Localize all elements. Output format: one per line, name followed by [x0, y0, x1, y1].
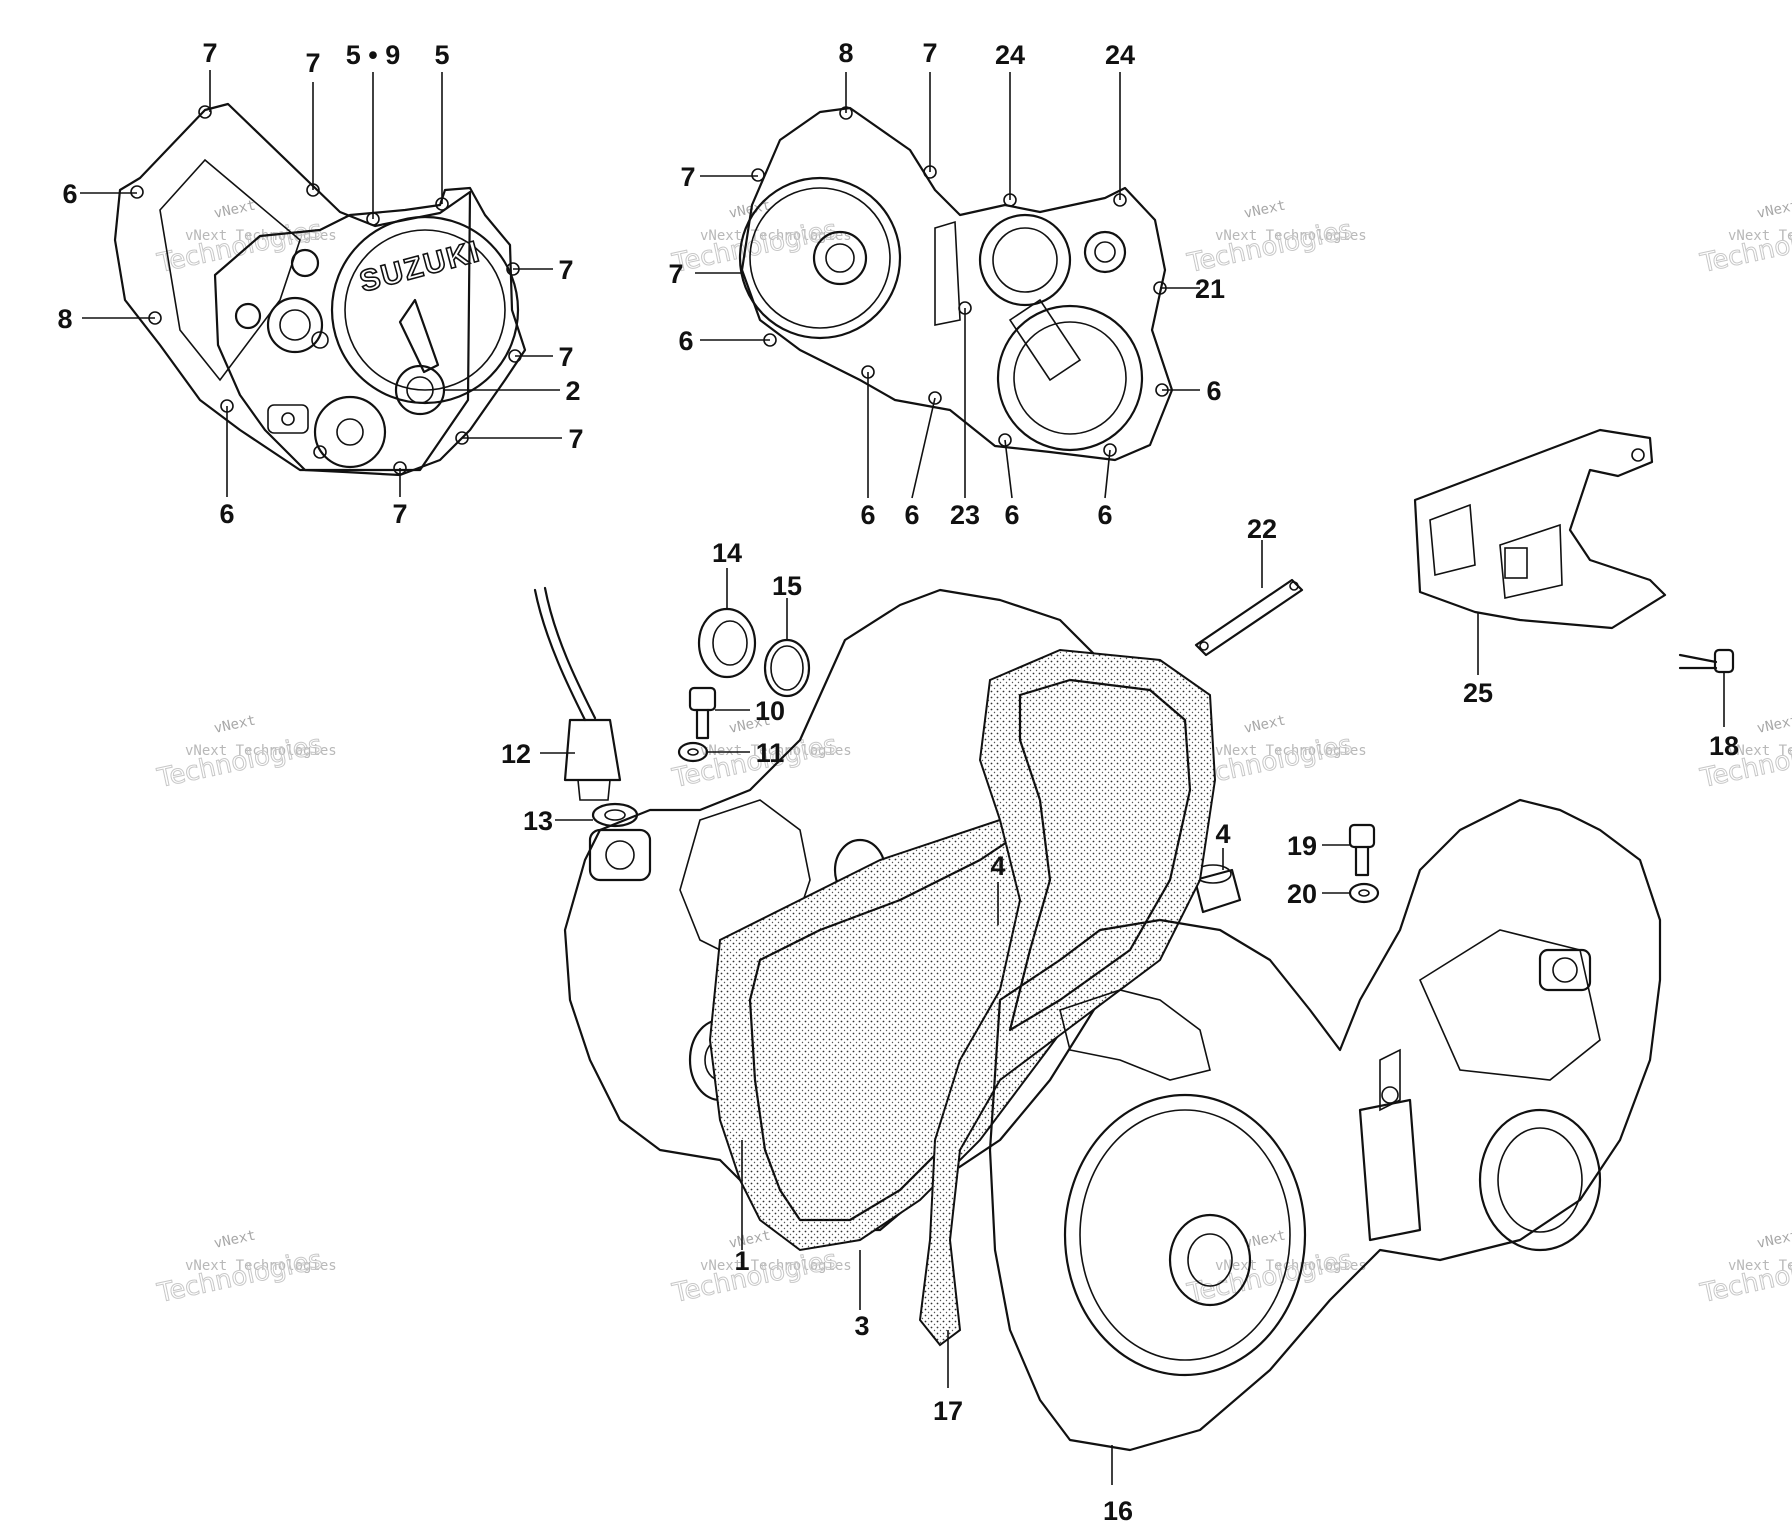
parts-layer: SUZUKI — [113, 102, 1735, 1452]
svg-text:vNext: vNext — [1756, 1227, 1792, 1251]
plate-part-22 — [1194, 578, 1304, 657]
callout-label: 7 — [392, 499, 407, 529]
callout-label: 7 — [305, 48, 320, 78]
callout-label: 18 — [1709, 731, 1739, 761]
callout-label: 2 — [565, 376, 580, 406]
svg-text:vNext Technologies: vNext Technologies — [1215, 743, 1367, 759]
callout-label: 21 — [1195, 274, 1225, 304]
svg-text:vNext Technologies: vNext Technologies — [700, 743, 852, 759]
svg-text:vNext Technologies: vNext Technologies — [185, 1258, 337, 1274]
svg-text:vNext Technologies: vNext Technologies — [1215, 1258, 1367, 1274]
callout-label: 15 — [772, 571, 802, 601]
svg-text:vNext: vNext — [1243, 712, 1288, 736]
clutch-cover-gasket — [113, 102, 472, 472]
watermark: vNext Technologies Technologies — [154, 214, 337, 279]
callouts: 7 7 5 • 9 5 6 7 8 7 2 7 6 7 8 7 24 24 7 … — [57, 38, 1739, 1526]
callout-label: 7 — [668, 259, 683, 289]
bolt-part-18 — [1678, 648, 1735, 674]
svg-text:vNext: vNext — [213, 1227, 258, 1251]
washer-part-20 — [1348, 882, 1380, 904]
svg-text:Technologies: Technologies — [154, 1245, 325, 1309]
bracket-part-25 — [1413, 428, 1667, 630]
bolt-part-10 — [688, 686, 717, 740]
svg-text:Technologies: Technologies — [154, 730, 325, 794]
callout-label: 6 — [1004, 500, 1019, 530]
callout-label: 11 — [756, 738, 785, 768]
callout-label: 20 — [1287, 879, 1317, 909]
svg-text:Technologies: Technologies — [669, 1245, 840, 1309]
callout-label: 6 — [678, 326, 693, 356]
svg-text:vNext: vNext — [1756, 712, 1792, 736]
svg-text:Technologies: Technologies — [1697, 1245, 1792, 1309]
switch-part-12 — [533, 586, 622, 801]
watermark: vNext Technologies Technologies — [669, 214, 852, 279]
svg-text:Technologies: Technologies — [669, 215, 840, 279]
svg-text:vNext: vNext — [213, 712, 258, 736]
leader-lines — [80, 70, 1725, 1485]
callout-label: 8 — [838, 38, 853, 68]
callout-label: 10 — [755, 696, 785, 726]
right-crankcase-part-16 — [988, 798, 1662, 1452]
svg-text:Technologies: Technologies — [1697, 215, 1792, 279]
callout-label: 6 — [62, 179, 77, 209]
svg-text:vNext Technologies: vNext Technologies — [700, 1258, 852, 1274]
callout-label: 5 — [434, 40, 449, 70]
callout-label: 3 — [854, 1311, 869, 1341]
watermark: vNext Technologies Technologies — [1184, 214, 1367, 279]
callout-label: 24 — [995, 40, 1025, 70]
callout-label: 6 — [904, 500, 919, 530]
watermark: vNext Technologies Technologies — [154, 729, 337, 794]
callout-label: 19 — [1287, 831, 1317, 861]
callout-label: 24 — [1105, 40, 1135, 70]
callout-label: 13 — [523, 806, 553, 836]
bolt-part-19 — [1348, 823, 1376, 877]
callout-label: 6 — [1206, 376, 1221, 406]
plug-part-14 — [697, 607, 757, 679]
watermark: vNext Technologies Technologies — [154, 1244, 337, 1309]
callout-label: 7 — [568, 424, 583, 454]
suzuki-logo: SUZUKI — [356, 235, 484, 299]
svg-text:vNext: vNext — [1243, 197, 1288, 221]
callout-label: 1 — [734, 1246, 749, 1276]
gasket-part-13 — [591, 802, 639, 828]
callout-label: 7 — [680, 162, 695, 192]
svg-text:vNext: vNext — [213, 197, 258, 221]
callout-label: 4 — [1215, 819, 1230, 849]
crankcase-gasket-part-17 — [918, 648, 1217, 1347]
svg-text:vNext Technologies: vNext Technologies — [185, 743, 337, 759]
svg-text:Technologies: Technologies — [1184, 215, 1355, 279]
callout-label: 6 — [860, 500, 875, 530]
callout-label: 17 — [933, 1396, 963, 1426]
svg-text:vNext Technologies: vNext Technologies — [1728, 743, 1792, 759]
callout-label: 7 — [558, 342, 573, 372]
callout-label: 22 — [1247, 514, 1277, 544]
watermark: vNext Technologies Technologies — [1697, 1244, 1792, 1309]
watermark: vNext Technologies Technologies — [669, 1244, 852, 1309]
watermark: vNext Technologies Technologies — [1697, 214, 1792, 279]
callout-label: 4 — [990, 851, 1005, 881]
callout-label: 6 — [219, 499, 234, 529]
o-ring-part-15 — [763, 638, 811, 698]
svg-text:vNext Technologies: vNext Technologies — [1215, 228, 1367, 244]
callout-label: 7 — [558, 255, 573, 285]
callout-label: 23 — [950, 500, 980, 530]
magneto-cover-gasket — [738, 106, 1174, 462]
callout-label: 8 — [57, 304, 72, 334]
svg-text:vNext Technologies: vNext Technologies — [1728, 1258, 1792, 1274]
callout-label: 16 — [1103, 1496, 1133, 1526]
callout-label: 12 — [501, 739, 531, 769]
svg-text:vNext: vNext — [1756, 197, 1792, 221]
callout-label: 6 — [1097, 500, 1112, 530]
callout-label: 7 — [202, 38, 217, 68]
callout-label: 7 — [922, 38, 937, 68]
svg-text:vNext Technologies: vNext Technologies — [700, 228, 852, 244]
svg-text:Technologies: Technologies — [154, 215, 325, 279]
callout-label: 14 — [712, 538, 742, 568]
callout-label: 5 • 9 — [346, 40, 401, 70]
callout-label: 25 — [1463, 678, 1493, 708]
svg-text:vNext Technologies: vNext Technologies — [1728, 228, 1792, 244]
